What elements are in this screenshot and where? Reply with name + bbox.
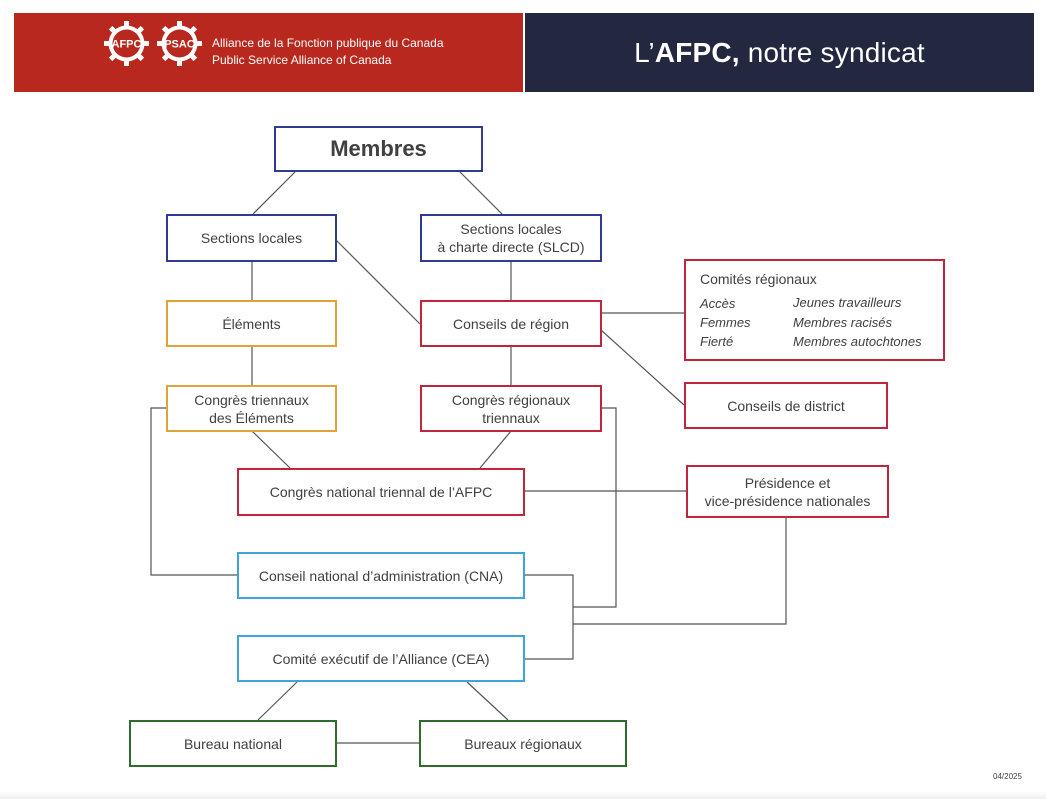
connector-cea-bureau (257, 681, 298, 721)
connector-members-sections (252, 171, 296, 215)
connector-regionaux-cna (573, 407, 617, 608)
comite-item: Membres racisés (793, 315, 892, 330)
connector-members-slcd (459, 171, 503, 215)
node-sections-locales: Sections locales (166, 214, 337, 262)
node-elements: Éléments (166, 300, 337, 347)
node-conseils-region: Conseils de région (420, 300, 602, 347)
connector-cna-cea (524, 574, 574, 660)
org-name-en: Public Service Alliance of Canada (212, 53, 392, 67)
connector-sections-conseils (335, 239, 421, 325)
connector-presidence-cea (573, 518, 787, 625)
connector-elements-cna (150, 407, 238, 576)
comite-item: Jeunes travailleurs (793, 295, 902, 310)
comite-item: Fierté (700, 334, 734, 349)
comites-title: Comités régionaux (700, 271, 817, 287)
svg-text:AFPC: AFPC (112, 39, 142, 51)
node-congres-national: Congrès national triennal de l’AFPC (237, 468, 525, 516)
node-membres: Membres (274, 126, 483, 172)
header-brand-bar (14, 13, 523, 92)
bottom-edge (0, 791, 1046, 799)
comite-item: Femmes (700, 315, 751, 330)
node-cna: Conseil national d’administration (CNA) (237, 552, 525, 599)
node-cea: Comité exécutif de l’Alliance (CEA) (237, 635, 525, 682)
comite-item: Membres autochtones (793, 334, 922, 349)
header-title-bar: L’AFPC, notre syndicat (525, 13, 1034, 92)
connector-congres-national-right (479, 430, 512, 469)
connector-conseils-district (600, 329, 685, 406)
node-bureaux-regionaux: Bureaux régionaux (419, 720, 627, 767)
footer-date: 04/2025 (993, 772, 1022, 781)
connector-congres-national-left (251, 430, 291, 469)
org-name-fr: Alliance de la Fonction publique du Cana… (212, 36, 444, 50)
organization-name: Alliance de la Fonction publique du Cana… (212, 35, 444, 69)
psac-logo: PSAC (157, 21, 202, 66)
svg-text:PSAC: PSAC (164, 39, 195, 51)
node-conseils-district: Conseils de district (684, 382, 888, 429)
node-comites-regionaux: Comités régionaux Accès Femmes Fierté Je… (684, 259, 945, 361)
node-bureau-national: Bureau national (129, 720, 337, 767)
page-title: L’AFPC, notre syndicat (634, 36, 925, 68)
comite-item: Accès (700, 296, 736, 311)
afpc-logo: AFPC (104, 21, 149, 66)
connector-cea-bureaux (466, 681, 509, 721)
